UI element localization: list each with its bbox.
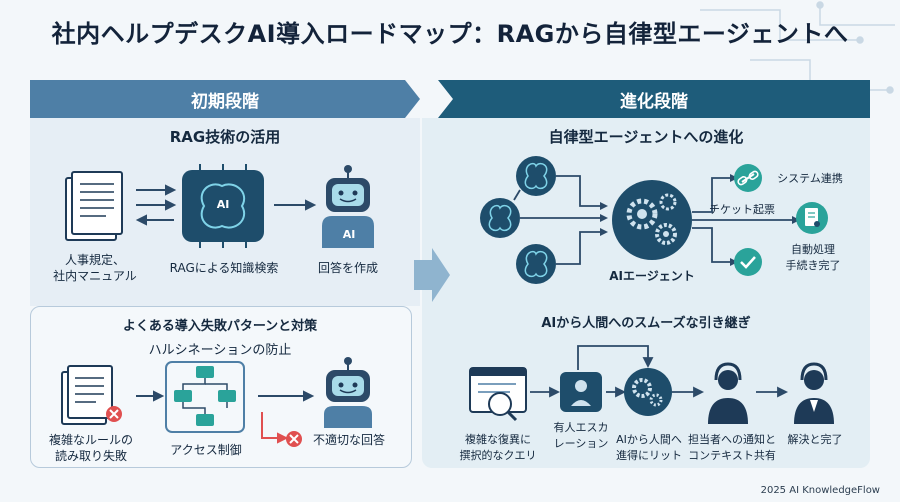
access-control-flow-icon (165, 361, 245, 433)
handoff-step-3-line2: 進得にリット (616, 449, 682, 462)
operator-headset-icon (708, 362, 748, 424)
footer-credit: 2025 AI KnowledgeFlow (760, 485, 880, 496)
handoff-step-5: 解決と完了 (787, 433, 843, 446)
handoff-step-4-line2: コンテキスト共有 (688, 449, 776, 462)
handoff-step-2: 有人エスカレーション (546, 420, 616, 452)
output-system: システム連携 (777, 172, 843, 185)
output-auto-line2: 手続き完了 (785, 259, 841, 272)
failure-doc-label-line1: 複雑なルールの (48, 433, 133, 447)
agent-gears-icon (612, 180, 692, 260)
chip-label: RAGによる知識検索 (169, 261, 279, 275)
agent-output-lines (692, 177, 792, 263)
access-label: アクセス制御 (170, 443, 242, 457)
failure-subheading: ハルシネーションの防止 (148, 343, 292, 358)
handoff-step-4: 担当者への通知とコンテキスト共有 (684, 432, 780, 464)
output-ticket: チケット起票 (709, 203, 775, 216)
handoff-step-3-line1: AIから人間へ (616, 433, 682, 446)
phase-banner-evolution: 進化段階 (438, 80, 870, 118)
handoff-step-1-line2: 撰択的なクエリ (459, 449, 537, 462)
ticket-document-icon (796, 202, 828, 234)
checkmark-icon (734, 248, 762, 276)
handoff-heading: AIから人間へのスムーズな引き継ぎ (541, 316, 751, 331)
support-agent-icon (794, 362, 834, 424)
evolution-heading: 自律型エージェントへの進化 (548, 128, 744, 146)
brain-node-icons (480, 156, 556, 284)
document-label: 人事規定、社内マニュアル (40, 252, 150, 284)
document-label-line2: 社内マニュアル (53, 269, 137, 283)
handoff-step-2-line2: レーション (553, 437, 609, 450)
robot-label: 回答を作成 (317, 261, 378, 275)
handoff-step-3: AIから人間へ進得にリット (606, 432, 692, 464)
robot-icon-2 (324, 357, 372, 428)
rag-heading: RAG技術の活用 (169, 128, 281, 146)
robot-icon (322, 165, 374, 248)
query-window-icon (469, 367, 527, 422)
document-icon (65, 171, 123, 241)
chip-text: AI (216, 198, 230, 211)
bad-answer-label: 不適切な回答 (312, 433, 385, 447)
failure-doc-label: 複雑なルールの読み取り失敗 (36, 432, 146, 464)
handoff-step-2-line1: 有人エスカ (553, 421, 609, 434)
phase-label: 進化段階 (620, 91, 688, 112)
escalation-person-icon (560, 372, 602, 412)
flow-arrows (135, 184, 317, 226)
agent-label: AIエージェント (609, 269, 695, 283)
failure-heading: よくある導入失敗パターンと対策 (122, 319, 318, 334)
agent-input-lines (513, 175, 600, 265)
phase-label: 初期段階 (191, 91, 259, 112)
link-icon (734, 164, 762, 192)
ai-chip-icon (182, 164, 264, 248)
output-auto-line1: 自動処理 (791, 243, 835, 256)
phase-banner-initial: 初期段階 (30, 80, 420, 118)
output-auto: 自動処理手続き完了 (776, 242, 850, 274)
robot-badge: AI (342, 228, 356, 241)
document-error-icon (61, 365, 122, 425)
handoff-step-4-line1: 担当者への通知と (688, 433, 776, 446)
failure-doc-label-line2: 読み取り失敗 (54, 449, 127, 463)
handoff-step-1: 複雑な復異に撰択的なクエリ (450, 432, 546, 464)
document-label-line1: 人事規定、 (64, 253, 125, 267)
circuit-decoration (700, 1, 895, 94)
handoff-step-1-line1: 複雑な復異に (465, 433, 531, 446)
page-title: 社内ヘルプデスクAI導入ロードマップ：RAGから自律型エージェントへ (51, 20, 849, 48)
handoff-gears-icon (624, 368, 672, 416)
